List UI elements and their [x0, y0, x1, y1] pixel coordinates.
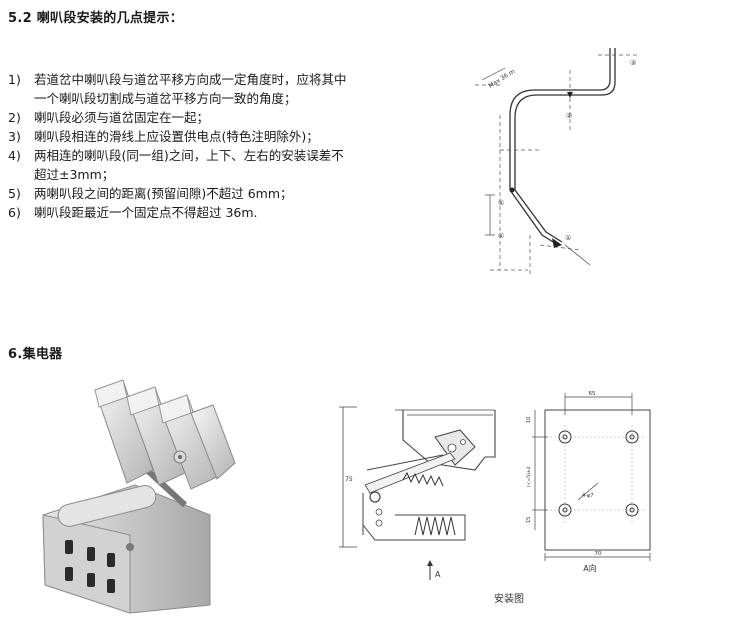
list-item: 6) 喇叭段距最近一个固定点不得超过 36m. [8, 203, 438, 222]
marker-label: ③ [630, 59, 636, 67]
list-item-number: 4) [8, 148, 21, 163]
view-a-arrow-label: A [435, 570, 441, 579]
list-item-number: 5) [8, 186, 21, 201]
max-length-label: Max 36 m [487, 68, 516, 90]
list-item: 3) 喇叭段相连的滑线上应设置供电点(特色注明除外)； [8, 127, 438, 146]
list-item-text: 若道岔中喇叭段与道岔平移方向成一定角度时，应将其中 [34, 72, 347, 87]
dimension-label: 65 [589, 391, 596, 397]
dimension-label: (<=5)±4 [526, 466, 532, 487]
dimension-label: 15 [526, 517, 532, 523]
horn-section-diagram: Max 36 m ③ ② ① ① ① [475, 48, 638, 275]
arrow-marker [567, 92, 573, 98]
dimension-label: 10 [526, 417, 532, 423]
installation-side-view: 75 A [339, 406, 496, 580]
list-item: 4) 两相连的喇叭段(同一组)之间，上下、左右的安装误差不 超过±3mm； [8, 146, 438, 184]
marker-label: ① [565, 234, 571, 242]
installation-a-view: 65 70 10 (<=5)±4 15 4-φ7 A向 [526, 391, 651, 573]
list-item-text: 喇叭段相连的滑线上应设置供电点(特色注明除外)； [34, 129, 319, 144]
section-title-5-2: 5.2 喇叭段安装的几点提示： [8, 11, 184, 26]
marker-label: ① [498, 232, 504, 240]
list-item-text: 超过±3mm； [34, 167, 115, 182]
list-item: 5) 两喇叭段之间的距离(预留间隙)不超过 6mm； [8, 184, 438, 203]
list-item-text: 两相连的喇叭段(同一组)之间，上下、左右的安装误差不 [34, 148, 344, 163]
list-item: 1) 若道岔中喇叭段与道岔平移方向成一定角度时，应将其中 一个喇叭段切割成与道岔… [8, 70, 438, 108]
marker-label: ① [498, 199, 504, 207]
view-a-title: A向 [583, 563, 596, 573]
installation-tips-list: 1) 若道岔中喇叭段与道岔平移方向成一定角度时，应将其中 一个喇叭段切割成与道岔… [8, 70, 438, 222]
list-item-number: 2) [8, 110, 21, 125]
dimension-label: 75 [345, 476, 353, 483]
marker-label: ② [566, 112, 572, 120]
list-item-text: 一个喇叭段切割成与道岔平移方向一致的角度； [34, 91, 297, 106]
list-item-number: 6) [8, 205, 21, 220]
collector-product-image [42, 379, 236, 614]
arrow-marker [552, 238, 562, 248]
list-item: 2) 喇叭段必须与道岔固定在一起； [8, 108, 438, 127]
list-item-text: 两喇叭段之间的距离(预留间隙)不超过 6mm； [34, 186, 293, 201]
list-item-number: 1) [8, 72, 21, 87]
list-item-number: 3) [8, 129, 21, 144]
section-title-6: 6.集电器 [8, 347, 63, 362]
install-drawing-caption: 安装图 [494, 594, 524, 605]
joint-point [509, 187, 515, 193]
hole-spec-label: 4-φ7 [582, 493, 593, 499]
list-item-text: 喇叭段距最近一个固定点不得超过 36m. [34, 205, 258, 220]
list-item-text: 喇叭段必须与道岔固定在一起； [34, 110, 210, 125]
dimension-label: 70 [595, 551, 602, 557]
